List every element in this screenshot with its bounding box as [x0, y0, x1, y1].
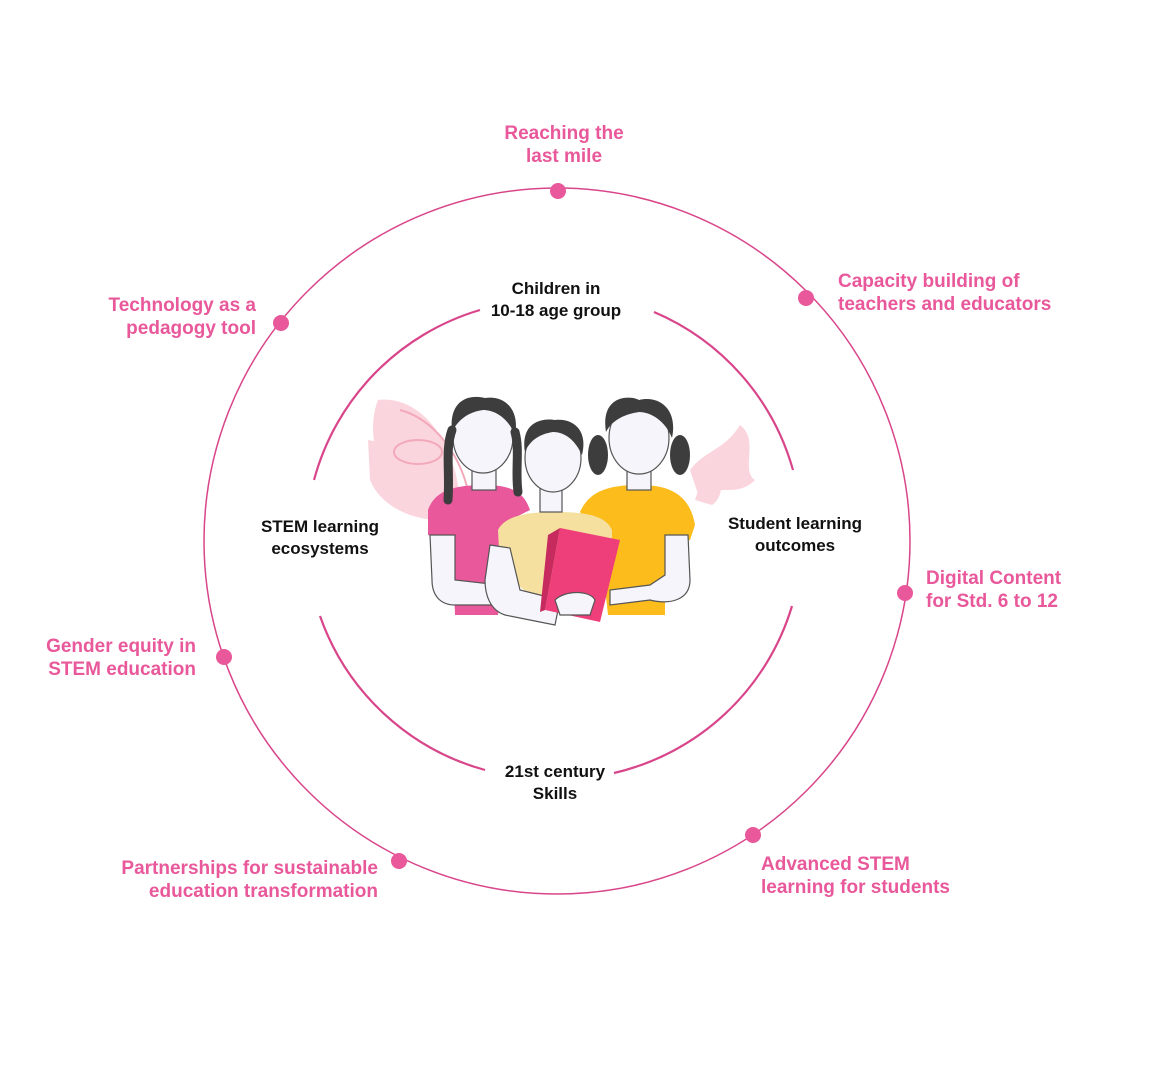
- label-children-line2: 10-18 age group: [490, 301, 622, 320]
- label-gender-line2: STEM education: [48, 659, 196, 680]
- label-stem-ecosystems: STEM learning ecosystems: [240, 516, 400, 560]
- inner-arc-bottom-left: [318, 615, 486, 772]
- label-gender: Gender equity in STEM education: [0, 635, 196, 681]
- label-partnerships-line2: education transformation: [148, 881, 378, 902]
- label-digital: Digital Content for Std. 6 to 12: [926, 567, 1061, 613]
- label-21st-century-line1: 21st century: [504, 762, 606, 781]
- label-student-outcomes-line2: outcomes: [754, 536, 836, 555]
- label-technology: Technology as a pedagogy tool: [56, 294, 256, 340]
- label-student-outcomes: Student learning outcomes: [710, 513, 880, 557]
- label-student-outcomes-line1: Student learning: [727, 514, 863, 533]
- label-reaching-line2: last mile: [525, 146, 603, 167]
- label-capacity-line1: Capacity building of: [838, 271, 1020, 292]
- label-stem-ecosystems-line2: ecosystems: [271, 539, 369, 558]
- student-right: [580, 397, 695, 615]
- label-advanced: Advanced STEM learning for students: [761, 853, 950, 899]
- book-icon: [540, 528, 620, 622]
- label-digital-line1: Digital Content: [926, 568, 1062, 589]
- inner-arc-top-right: [653, 310, 795, 471]
- dot-advanced: [745, 827, 761, 843]
- dot-capacity: [798, 290, 814, 306]
- inner-arc-top-left: [312, 308, 481, 481]
- dot-digital: [897, 585, 913, 601]
- three-students-illustration: [368, 396, 755, 626]
- outer-dots: [216, 183, 913, 869]
- label-digital-line2: for Std. 6 to 12: [926, 591, 1058, 612]
- label-children-line1: Children in: [511, 279, 601, 298]
- label-gender-line1: Gender equity in: [46, 636, 196, 657]
- label-reaching-line1: Reaching the: [504, 123, 624, 144]
- label-21st-century: 21st century Skills: [480, 761, 630, 805]
- inner-arc-bottom-right: [613, 605, 794, 775]
- label-reaching: Reaching the last mile: [474, 122, 654, 168]
- label-advanced-line2: learning for students: [761, 877, 950, 898]
- label-21st-century-line2: Skills: [532, 784, 578, 803]
- dot-partnerships: [391, 853, 407, 869]
- label-capacity: Capacity building of teachers and educat…: [838, 270, 1051, 316]
- label-partnerships-line1: Partnerships for sustainable: [121, 858, 378, 879]
- dot-gender: [216, 649, 232, 665]
- dot-reaching: [550, 183, 566, 199]
- label-advanced-line1: Advanced STEM: [761, 854, 910, 875]
- inner-ring: [312, 308, 795, 775]
- label-children: Children in 10-18 age group: [476, 278, 636, 322]
- label-partnerships: Partnerships for sustainable education t…: [60, 857, 378, 903]
- dot-technology: [273, 315, 289, 331]
- label-technology-line1: Technology as a: [108, 295, 256, 316]
- leaf-right-icon: [690, 425, 755, 505]
- label-technology-line2: pedagogy tool: [126, 318, 256, 339]
- label-stem-ecosystems-line1: STEM learning: [260, 517, 380, 536]
- label-capacity-line2: teachers and educators: [838, 294, 1052, 315]
